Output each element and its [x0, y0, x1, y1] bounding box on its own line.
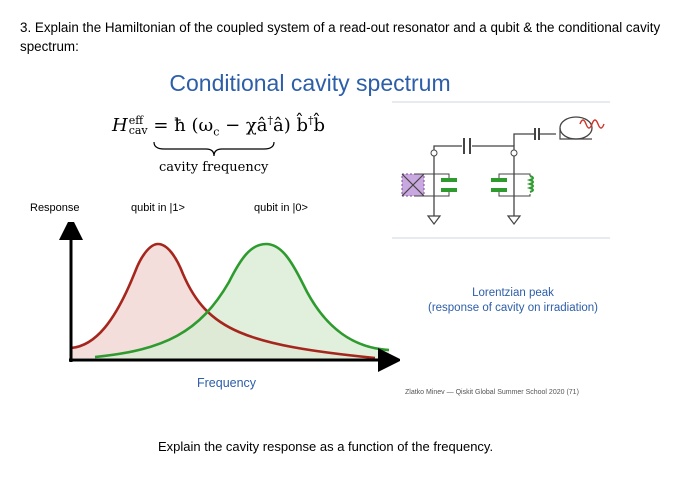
lorentzian-qubit1-curve: [70, 242, 376, 360]
question-text: 3. Explain the Hamiltonian of the couple…: [20, 20, 661, 54]
eq-h: H: [112, 115, 128, 136]
eq-dag2: †: [308, 114, 314, 127]
lorentzian-qubit0-curve: [94, 242, 390, 359]
prompt-text: Explain the cavity response as a functio…: [158, 439, 494, 454]
lorentzian-qubit1-fill: [71, 244, 375, 358]
annotation-line-1: Lorentzian peak: [472, 287, 554, 299]
curve-label-qubit0: qubit in |0>: [254, 202, 308, 214]
eq-c: c: [213, 125, 220, 139]
lorentzian-qubit0-fill: [95, 244, 389, 359]
eq-sup: eff: [128, 114, 144, 127]
frequency-axis-label: Frequency: [197, 376, 257, 390]
curve-label-qubit1: qubit in |1>: [131, 202, 185, 214]
slide-title: Conditional cavity spectrum: [169, 70, 451, 96]
eq-mid: − χâ: [219, 115, 268, 136]
eq-dag: †: [267, 114, 274, 127]
spectrum-plot: [59, 222, 400, 372]
brace-label: cavity frequency: [159, 160, 269, 175]
eq-rhs: = ħ (ω: [153, 115, 214, 136]
circuit-diagram: [392, 101, 610, 239]
eq-end: â) b̂: [273, 115, 309, 136]
slide-credit: Zlatko Minev — Qiskit Global Summer Scho…: [405, 389, 579, 396]
eq-sub: cav: [128, 124, 148, 137]
response-axis-label: Response: [30, 202, 80, 214]
lorentzian-annotation: Lorentzian peak (response of cavity on i…: [418, 286, 608, 316]
underbrace: [153, 141, 275, 157]
eq-b: b̂: [313, 115, 326, 136]
annotation-line-2: (response of cavity on irradiation): [427, 302, 599, 314]
